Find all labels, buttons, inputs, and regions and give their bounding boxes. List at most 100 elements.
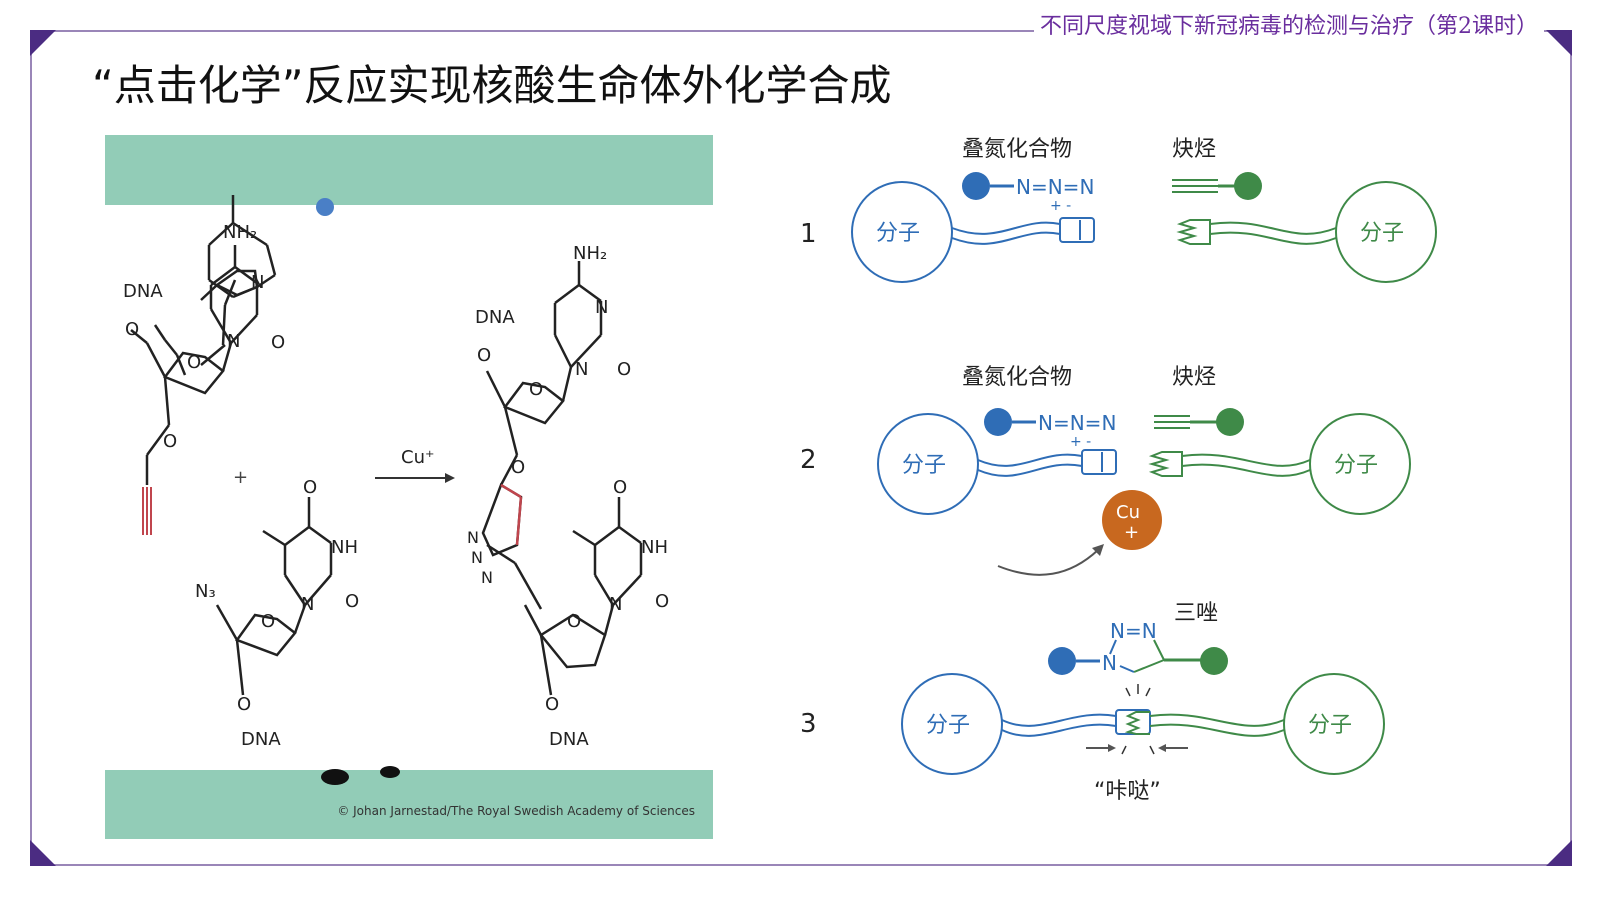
step-1-azide-formula: N=N=N [1016,175,1094,199]
step-2-azide-charges: + - [1070,434,1091,450]
partial-blue-circle [316,198,334,216]
copper-catalyst-ball [1102,490,1162,550]
step-3-molecule-right [1283,673,1385,775]
slide-title: “点击化学”反应实现核酸生命体外化学合成 [92,61,892,110]
click-reaction-steps-figure: 1 叠氮化合物 炔烃 N=N=N + - 分子 分子 2 叠氮化合物 炔烃 N=… [770,120,1490,840]
course-title: 不同尺度视域下新冠病毒的检测与治疗（第2课时） [1034,8,1544,40]
step-1-male-buckle-icon [1176,219,1211,245]
slide-frame [30,30,1572,866]
triazole-top-atoms: N=N [1110,619,1157,643]
label-nh2-product: NH₂ [573,243,607,264]
cytidine-alkyne-molecule [153,195,277,376]
label-o-product-carbonyl-2: O [655,591,669,612]
label-o-product-carbonyl: O [617,359,631,380]
triazole-bond-1 [1109,639,1117,655]
copper-catalyst-charge: + [1124,522,1139,543]
step-1-green-strap-2 [1209,231,1337,245]
corner-decoration-bottom-right [1546,840,1572,866]
step-3-azide-ball [1048,647,1076,675]
azido-thymidine-molecule [215,497,333,696]
step-3-blue-strap-2 [1001,723,1117,737]
triazole-new-bonds [500,483,523,546]
step-1-molecule-left-label: 分子 [876,221,920,246]
triazole-label: 三唑 [1174,601,1218,626]
label-o-a-ether: O [163,431,177,452]
catalyst-arrow-head [1092,544,1104,556]
step-1-molecule-left [851,181,953,283]
label-n-a-1: N [251,272,264,293]
step-1-azide-label: 叠氮化合物 [962,137,1072,162]
triazole-bond-4 [1133,659,1165,673]
plus-sign: + [233,467,248,488]
label-n3: N₃ [195,581,216,602]
step-3-molecule-right-label: 分子 [1308,713,1352,738]
step-2-azide-formula: N=N=N [1038,411,1116,435]
step-3-alkyne-ball [1200,647,1228,675]
step-3: 3 三唑 N=N N 分子 分子 “咔哒” [800,601,1385,804]
click-chemistry-reaction-figure: © Johan Jarnestad/The Royal Swedish Acad… [105,135,713,839]
label-nh-product: NH [641,537,668,558]
triazole-n-atom: N [1102,651,1117,675]
step-1-molecule-right-label: 分子 [1360,221,1404,246]
step-1-alkyne-ball [1234,172,1262,200]
catalyst-arrow [997,549,1099,576]
label-o-product-top-2: O [613,477,627,498]
step-3-male-buckle-icon [1124,711,1150,735]
label-o-product-ring: O [529,379,543,400]
steps-background [770,120,1490,840]
step-3-molecule-left [901,673,1003,775]
step-2-molecule-right [1309,413,1411,515]
catalyst-label: Cu⁺ [401,447,434,468]
step-1-azide-ball [962,172,990,200]
corner-decoration-top-left [30,30,56,56]
triazole-bond-3 [1119,665,1135,673]
step-2-male-buckle-icon [1148,451,1183,477]
label-o-b-ring: O [261,611,275,632]
label-o-b-top: O [303,477,317,498]
label-n-product-2: N [575,359,588,380]
step-1-green-strap-1 [1209,221,1337,235]
step-2-azide-label: 叠氮化合物 [962,365,1072,390]
label-nh-b: NH [331,537,358,558]
step-2: 2 叠氮化合物 炔烃 N=N=N + - 分子 分子 Cu + [800,365,1411,576]
step-3-molecule-left-label: 分子 [926,713,970,738]
click-burst-lines [1121,684,1155,755]
step-3-green-strap-2 [1149,723,1285,737]
figure-top-band [105,135,713,205]
label-n-product-3: N [609,594,622,615]
molecule-a-skeleton [130,245,259,485]
step-2-molecule-left [877,413,979,515]
label-o-product-ether: O [511,457,525,478]
step-2-alkyne-label: 炔烃 [1172,365,1216,390]
label-o-product-ring-2: O [567,611,581,632]
label-dna-product-bottom: DNA [549,729,589,750]
step-2-blue-strap-2 [977,463,1083,477]
step-2-female-buckle-icon [1081,449,1117,475]
step-3-blue-strap-1 [1001,713,1117,727]
label-o-b-carbonyl: O [345,591,359,612]
corner-decoration-bottom-left [30,840,56,866]
step-2-molecule-right-label: 分子 [1334,453,1378,478]
step-3-number: 3 [800,709,817,739]
label-triazole-n-2: N [471,548,483,567]
label-n-b: N [301,594,314,615]
partial-dark-shape-2 [380,766,400,778]
step-2-green-strap-2 [1181,463,1311,477]
step-1-alkyne-label: 炔烃 [1172,137,1216,162]
step-2-blue-strap-1 [977,453,1083,467]
step-2-number: 2 [800,445,817,475]
step-3-green-strap-1 [1149,713,1285,727]
corner-decoration-top-right [1546,30,1572,56]
push-arrow-left-head [1108,744,1116,752]
label-dna-b: DNA [241,729,281,750]
label-o-product-1: O [477,345,491,366]
step-1-blue-strap-2 [951,231,1061,245]
figure-credit: © Johan Jarnestad/The Royal Swedish Acad… [337,804,695,818]
product-molecule [485,261,643,696]
step-2-green-strap-1 [1181,453,1311,467]
step-1-molecule-right [1335,181,1437,283]
step-1-number: 1 [800,219,817,249]
label-triazole-n-3: N [481,568,493,587]
triazole-bond-2 [1153,639,1165,661]
reaction-arrow-head [445,473,455,483]
